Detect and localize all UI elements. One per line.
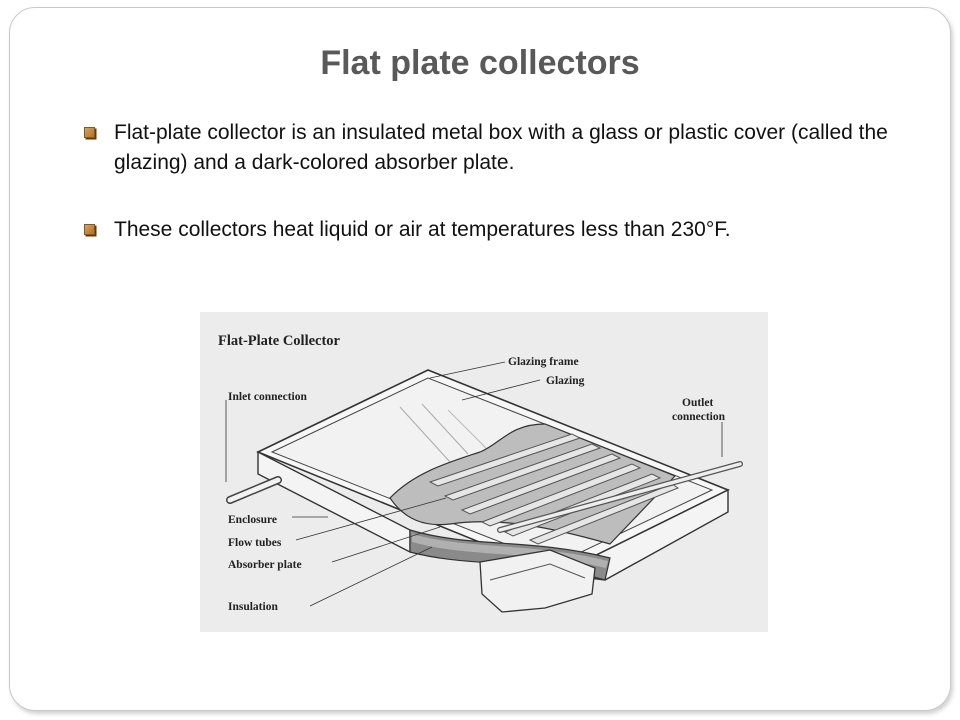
insulation-layer	[412, 534, 608, 568]
bullet-text: These collectors heat liquid or air at t…	[114, 218, 731, 241]
leader-glazing-frame	[429, 361, 506, 379]
bullet-list: Flat-plate collector is an insulated met…	[84, 118, 914, 282]
label-flow-tubes: Flow tubes	[228, 537, 282, 549]
label-outlet-line2: connection	[672, 411, 726, 423]
bullet-text: Flat-plate collector is an insulated met…	[114, 121, 888, 174]
leader-insulation	[309, 546, 433, 607]
leader-glazing	[461, 379, 541, 401]
label-enclosure: Enclosure	[228, 514, 277, 526]
label-outlet-line1: Outlet	[682, 397, 713, 409]
bullet-item: These collectors heat liquid or air at t…	[84, 215, 914, 245]
enclosure-corner-detail	[479, 549, 596, 613]
label-glazing: Glazing	[546, 375, 585, 387]
bullet-item: Flat-plate collector is an insulated met…	[84, 118, 914, 178]
label-absorber-plate: Absorber plate	[228, 559, 302, 571]
diagram-title: Flat-Plate Collector	[218, 333, 341, 349]
label-inlet-connection: Inlet connection	[228, 391, 308, 403]
flow-tube	[460, 453, 622, 515]
corner-edge-line	[489, 563, 586, 581]
inlet-pipe-highlight	[227, 477, 281, 503]
square-bullet-icon	[84, 127, 95, 138]
leader-lines	[225, 361, 723, 607]
flow-tube	[443, 443, 602, 501]
collector-diagram: Flat-Plate Collector	[200, 312, 768, 632]
slide-title: Flat plate collectors	[320, 44, 640, 82]
label-insulation: Insulation	[228, 601, 278, 613]
glazing-reflection	[421, 403, 469, 455]
collector-diagram-svg: Flat-Plate Collector	[218, 333, 743, 613]
flow-tube	[428, 433, 582, 487]
square-bullet-icon	[84, 224, 95, 235]
flow-tube	[528, 483, 680, 545]
label-glazing-frame: Glazing frame	[508, 356, 579, 368]
leader-flow-tubes	[295, 497, 447, 541]
leader-absorber	[331, 526, 441, 563]
glazing-reflection	[399, 406, 451, 463]
flow-tube	[480, 463, 642, 527]
outlet-header-tube-highlight	[498, 462, 742, 532]
glazing-reflection	[447, 409, 491, 453]
